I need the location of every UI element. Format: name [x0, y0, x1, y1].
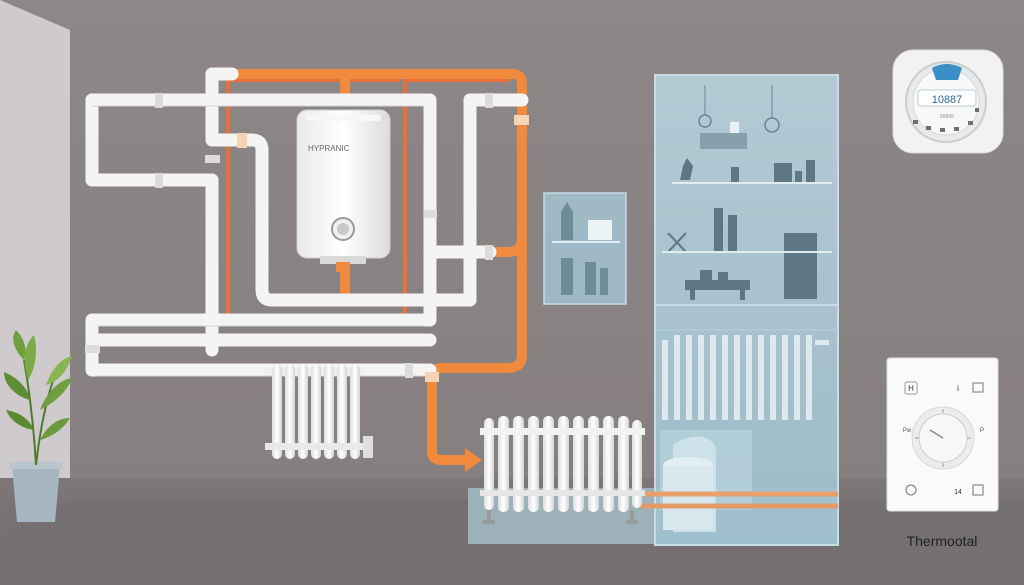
glass-room — [654, 74, 839, 546]
plant-icon — [4, 330, 72, 522]
thermostat-icon: 10887 88888 — [892, 49, 1004, 154]
floor-heating-pipes — [640, 491, 838, 509]
control-button-c[interactable] — [905, 484, 917, 496]
boiler-icon: HYPRANIC — [296, 109, 391, 272]
control-button-14-label: 14 — [954, 489, 962, 496]
flow-arrow-icon — [465, 448, 482, 472]
pipe-edge-shading — [92, 105, 430, 377]
thermostat-sub-label: 88888 — [940, 114, 954, 120]
pipe-fittings — [85, 93, 529, 382]
control-button-i-label: i — [957, 384, 959, 393]
control-button-square[interactable] — [972, 382, 984, 393]
control-panel: H i Pw P 14 Thermootal — [886, 357, 999, 549]
radiator-left — [265, 364, 373, 459]
control-button-h[interactable] — [904, 381, 918, 395]
boiler-brand-label: HYPRANIC — [308, 144, 350, 153]
return-pipes — [85, 67, 529, 377]
control-button-h-label: H — [908, 384, 914, 393]
thermostat-display-value: 10887 — [932, 94, 963, 106]
control-panel-label: Thermootal — [907, 533, 978, 549]
side-wall — [0, 0, 70, 540]
control-p-label: P — [980, 428, 984, 434]
back-wall — [0, 0, 1024, 480]
glass-shelf-panel — [543, 192, 627, 305]
control-button-square-2[interactable] — [972, 484, 984, 496]
control-pw-label: Pw — [903, 428, 912, 434]
radiator-icon — [480, 416, 645, 524]
